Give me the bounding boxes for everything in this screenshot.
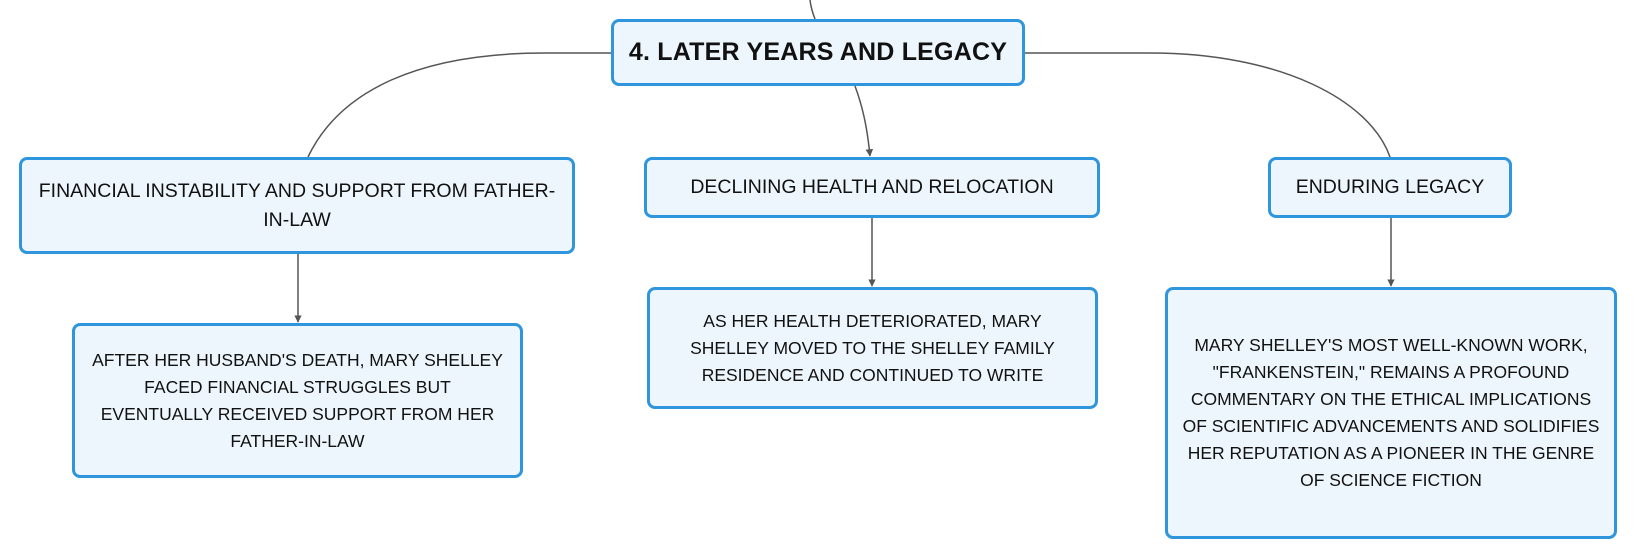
topic-node-label: FINANCIAL INSTABILITY AND SUPPORT FROM F… bbox=[38, 179, 556, 231]
root-node-label: 4. LATER YEARS AND LEGACY bbox=[628, 38, 1008, 66]
detail-node-text: MARY SHELLEY'S MOST WELL-KNOWN WORK, "FR… bbox=[1182, 335, 1600, 490]
connector-root-to-topic-1 bbox=[307, 52, 611, 158]
topic-node-label: DECLINING HEALTH AND RELOCATION bbox=[690, 176, 1054, 198]
topic-node-label: ENDURING LEGACY bbox=[1295, 176, 1485, 198]
topic-node-declining-health[interactable]: DECLINING HEALTH AND RELOCATION bbox=[644, 157, 1100, 218]
detail-node-text: AS HER HEALTH DETERIORATED, MARY SHELLEY… bbox=[690, 310, 1055, 385]
connector-from-parent bbox=[809, 0, 816, 20]
connector-root-to-topic-2 bbox=[854, 85, 874, 157]
detail-node-enduring-legacy[interactable]: MARY SHELLEY'S MOST WELL-KNOWN WORK, "FR… bbox=[1165, 287, 1617, 539]
connector-root-to-topic-3 bbox=[1025, 52, 1391, 158]
topic-node-enduring-legacy[interactable]: ENDURING LEGACY bbox=[1268, 157, 1512, 218]
topic-node-financial-instability[interactable]: FINANCIAL INSTABILITY AND SUPPORT FROM F… bbox=[19, 157, 575, 254]
detail-node-declining-health[interactable]: AS HER HEALTH DETERIORATED, MARY SHELLEY… bbox=[647, 287, 1098, 409]
detail-node-financial-instability[interactable]: AFTER HER HUSBAND'S DEATH, MARY SHELLEY … bbox=[72, 323, 523, 478]
detail-node-text: AFTER HER HUSBAND'S DEATH, MARY SHELLEY … bbox=[92, 349, 503, 451]
root-node[interactable]: 4. LATER YEARS AND LEGACY bbox=[611, 19, 1025, 86]
